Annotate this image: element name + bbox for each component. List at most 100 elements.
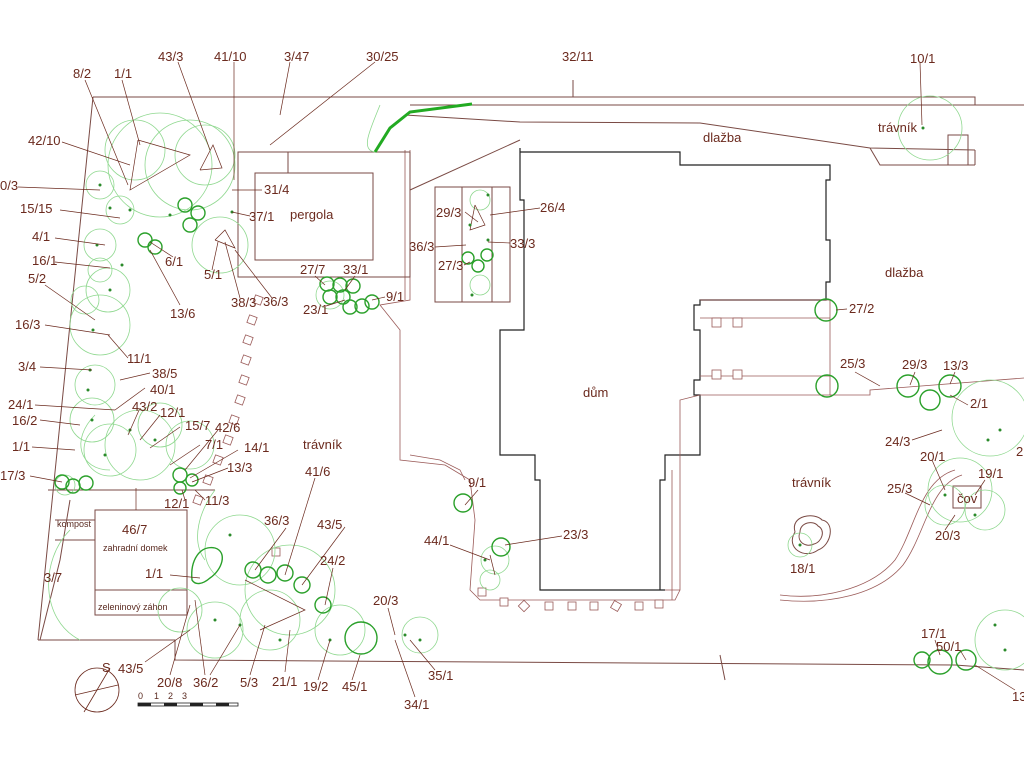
plant-label: 24/2 bbox=[320, 553, 345, 568]
plant-label: 29/3 bbox=[902, 357, 927, 372]
plant-label: 16/1 bbox=[32, 253, 57, 268]
area-paving-right: dlažba bbox=[885, 265, 924, 280]
plant-label: 10/1 bbox=[910, 51, 935, 66]
plant-label: 2 bbox=[1016, 444, 1023, 459]
plant-label: 27/3 bbox=[438, 258, 463, 273]
plant-label: 42/10 bbox=[28, 133, 61, 148]
garden-shed bbox=[48, 489, 215, 616]
plant-label: 45/1 bbox=[342, 679, 367, 694]
plant-label: 3/4 bbox=[18, 359, 36, 374]
area-vegetable-bed: zeleninový záhon bbox=[98, 602, 168, 612]
plant-label: 36/2 bbox=[193, 675, 218, 690]
shrubs bbox=[54, 197, 977, 675]
plant-label: 3/47 bbox=[284, 49, 309, 64]
plant-label: 17/3 bbox=[0, 468, 25, 483]
plant-label: 13/3 bbox=[227, 460, 252, 475]
plant-label: 1/1 bbox=[145, 566, 163, 581]
plant-label: 27/2 bbox=[849, 301, 874, 316]
area-septic: čov bbox=[957, 491, 978, 506]
scale-tick: 3 bbox=[182, 691, 187, 701]
plant-label: 24/1 bbox=[8, 397, 33, 412]
plant-label: 50/1 bbox=[936, 639, 961, 654]
plant-label: 13/3 bbox=[943, 358, 968, 373]
area-house: dům bbox=[583, 385, 608, 400]
scale-tick: 2 bbox=[168, 691, 173, 701]
plant-label: 38/3 bbox=[231, 295, 256, 310]
plant-label: 37/1 bbox=[249, 209, 274, 224]
plant-label: 7/1 bbox=[205, 437, 223, 452]
plant-label: 20/3 bbox=[373, 593, 398, 608]
hedge bbox=[373, 102, 473, 153]
plant-label: 43/2 bbox=[132, 399, 157, 414]
north-arrow: S bbox=[74, 660, 120, 713]
property-boundary bbox=[37, 80, 1024, 681]
plant-label: 17/1 bbox=[921, 626, 946, 641]
plant-label: 46/7 bbox=[122, 522, 147, 537]
plant-label: 23/3 bbox=[563, 527, 588, 542]
plant-label: 13 bbox=[1012, 689, 1024, 704]
plant-label: 1/1 bbox=[114, 66, 132, 81]
plant-labels: 43/3 41/10 3/47 30/25 32/11 10/1 8/2 1/1… bbox=[0, 49, 1024, 712]
north-label: S bbox=[102, 660, 111, 675]
plant-label: 13/6 bbox=[170, 306, 195, 321]
plant-label: 27/7 bbox=[300, 262, 325, 277]
plant-label: 12/1 bbox=[164, 496, 189, 511]
raised-bed bbox=[434, 186, 511, 303]
plant-label: 33/3 bbox=[510, 236, 535, 251]
area-lawn-right: trávník bbox=[792, 475, 832, 490]
plant-label: 6/1 bbox=[165, 254, 183, 269]
plant-label: 16/3 bbox=[15, 317, 40, 332]
plant-label: 8/2 bbox=[73, 66, 91, 81]
plant-label: 18/1 bbox=[790, 561, 815, 576]
plant-label: 20/8 bbox=[157, 675, 182, 690]
plant-label: 41/6 bbox=[305, 464, 330, 479]
plant-label: 0/3 bbox=[0, 178, 18, 193]
plant-label: 31/4 bbox=[264, 182, 289, 197]
plant-label: 20/3 bbox=[935, 528, 960, 543]
area-compost: kompost bbox=[57, 519, 92, 529]
plant-label: 44/1 bbox=[424, 533, 449, 548]
plant-label: 25/3 bbox=[887, 481, 912, 496]
plant-label: 9/1 bbox=[386, 289, 404, 304]
scale-tick: 1 bbox=[154, 691, 159, 701]
area-garden-shed: zahradní domek bbox=[103, 543, 168, 553]
plant-label: 19/2 bbox=[303, 679, 328, 694]
plant-label: 40/1 bbox=[150, 382, 175, 397]
plant-label: 36/3 bbox=[263, 294, 288, 309]
stepping-stones bbox=[192, 294, 664, 613]
label-leaders bbox=[17, 61, 1016, 698]
plant-label: 32/11 bbox=[562, 49, 594, 64]
area-lawn-top-right: trávník bbox=[878, 120, 918, 135]
plant-label: 43/5 bbox=[118, 661, 143, 676]
plant-label: 43/5 bbox=[317, 517, 342, 532]
plant-label: 16/2 bbox=[12, 413, 37, 428]
area-labels: pergola dlažba dlažba trávník trávník tr… bbox=[57, 120, 978, 612]
plant-label: 38/5 bbox=[152, 366, 177, 381]
area-lawn-center: trávník bbox=[303, 437, 343, 452]
area-paving-top: dlažba bbox=[703, 130, 742, 145]
area-pergola: pergola bbox=[290, 207, 334, 222]
plant-label: 1/1 bbox=[12, 439, 30, 454]
plant-label: 15/15 bbox=[20, 201, 53, 216]
plant-label: 41/10 bbox=[214, 49, 247, 64]
scale-bar: 0 1 2 3 bbox=[137, 691, 239, 707]
house-outline bbox=[499, 148, 831, 591]
scale-tick: 0 bbox=[138, 691, 143, 701]
plant-label: 11/3 bbox=[205, 493, 229, 508]
plant-markers bbox=[86, 126, 1007, 652]
plant-label: 12/1 bbox=[160, 405, 185, 420]
plant-label: 26/4 bbox=[540, 200, 565, 215]
plant-label: 23/1 bbox=[303, 302, 328, 317]
plant-label: 34/1 bbox=[404, 697, 429, 712]
plant-label: 15/7 bbox=[185, 418, 210, 433]
plant-label: 42/6 bbox=[215, 420, 240, 435]
tree-canopies bbox=[48, 95, 1024, 671]
plant-label: 4/1 bbox=[32, 229, 50, 244]
plant-label: 5/2 bbox=[28, 271, 46, 286]
paving-lines bbox=[379, 150, 1024, 601]
plant-label: 24/3 bbox=[885, 434, 910, 449]
pond bbox=[792, 515, 831, 555]
plant-label: 5/3 bbox=[240, 675, 258, 690]
plant-label: 2/1 bbox=[970, 396, 988, 411]
